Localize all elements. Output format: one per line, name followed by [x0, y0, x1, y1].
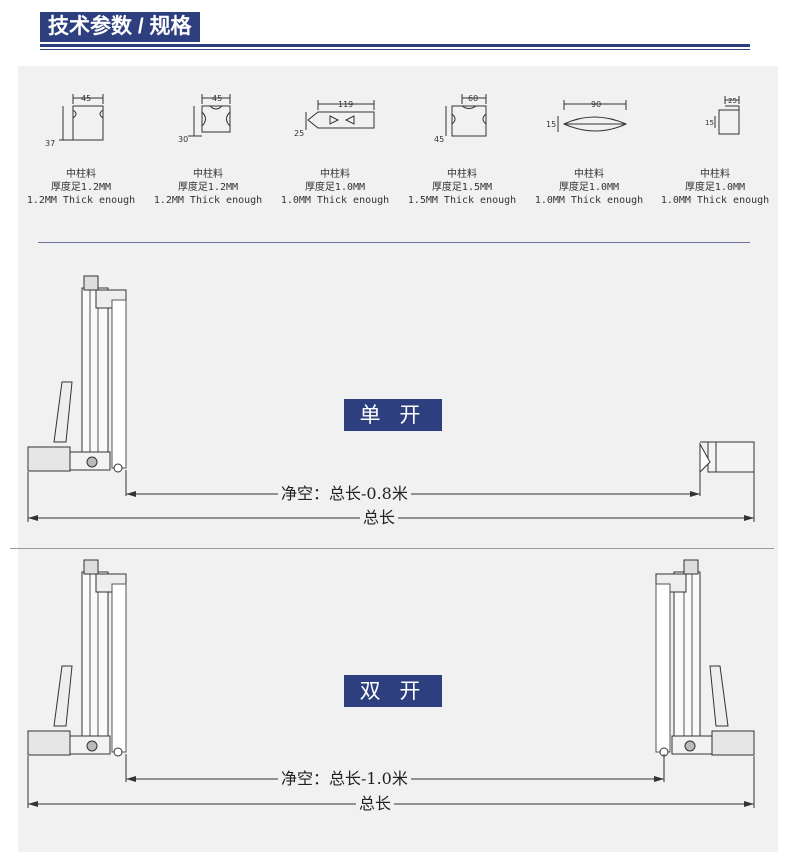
profile-drawing: 45 37: [45, 94, 104, 148]
svg-text:90: 90: [591, 100, 601, 109]
profile-item: 119 25 中柱料 厚度足1.0MM 1.0MM Thick enough: [272, 80, 398, 207]
double-total-label: 总长: [356, 795, 395, 813]
svg-text:45: 45: [81, 94, 91, 103]
profile-thickness-en: 1.0MM Thick enough: [660, 195, 770, 206]
section-title: 技术参数 / 规格: [40, 12, 200, 42]
profile-item: 45 30 中柱料 厚度足1.2MM 1.2MM Thick enough: [145, 80, 271, 207]
profile-name: 中柱料: [700, 169, 730, 180]
title-underline: [40, 44, 750, 47]
single-total-label: 总长: [360, 509, 399, 527]
profile-thickness-en: 1.0MM Thick enough: [534, 195, 644, 206]
double-swing-badge: 双 开: [344, 675, 442, 707]
profile-thickness-cn: 厚度足1.2MM: [50, 182, 112, 193]
profile-item: 90 15 中柱料 厚度足1.0MM 1.0MM Thick enough: [526, 80, 652, 207]
svg-text:30: 30: [178, 135, 188, 144]
profile-drawing: 119 25: [294, 100, 375, 138]
profile-thickness-en: 1.5MM Thick enough: [407, 195, 517, 206]
profile-item: 25 15 中柱料 厚度足1.0MM 1.0MM Thick enough: [652, 80, 778, 207]
double-clearance-label: 净空：总长-1.0米: [278, 770, 411, 788]
profile-thickness-en: 1.2MM Thick enough: [26, 195, 136, 206]
svg-text:15: 15: [546, 120, 556, 129]
section-divider: [10, 548, 774, 549]
svg-text:25: 25: [728, 97, 737, 105]
profile-thickness-cn: 厚度足1.0MM: [558, 182, 620, 193]
title-underline-thin: [40, 49, 750, 50]
profile-item: 60 45 中柱料 厚度足1.5MM 1.5MM Thick enough: [399, 80, 525, 207]
section-divider: [38, 242, 750, 243]
profile-thickness-cn: 厚度足1.2MM: [177, 182, 239, 193]
profile-name: 中柱料: [574, 169, 604, 180]
svg-text:119: 119: [338, 100, 353, 109]
svg-text:25: 25: [294, 129, 304, 138]
profile-name: 中柱料: [193, 169, 223, 180]
profile-name: 中柱料: [66, 169, 96, 180]
profile-list: 45 37 中柱料 厚度足1.2MM 1.2MM Thick enough 45…: [18, 80, 778, 230]
spec-panel: [18, 66, 778, 852]
single-swing-badge: 单 开: [344, 399, 442, 431]
profile-item: 45 37 中柱料 厚度足1.2MM 1.2MM Thick enough: [18, 80, 144, 207]
svg-text:45: 45: [434, 135, 444, 144]
profile-thickness-cn: 厚度足1.0MM: [304, 182, 366, 193]
profile-drawing: 45 30: [178, 94, 231, 144]
profile-thickness-en: 1.0MM Thick enough: [280, 195, 390, 206]
profile-drawing: 90 15: [546, 100, 628, 132]
svg-text:37: 37: [45, 139, 55, 148]
profile-drawing: 60 45: [434, 94, 487, 144]
svg-text:45: 45: [212, 94, 222, 103]
profile-thickness-en: 1.2MM Thick enough: [153, 195, 263, 206]
profile-name: 中柱料: [320, 169, 350, 180]
svg-text:60: 60: [468, 94, 478, 103]
profile-name: 中柱料: [447, 169, 477, 180]
single-clearance-label: 净空：总长-0.8米: [278, 485, 411, 503]
svg-text:15: 15: [705, 119, 714, 127]
profile-thickness-cn: 厚度足1.0MM: [684, 182, 746, 193]
profile-thickness-cn: 厚度足1.5MM: [431, 182, 493, 193]
profile-drawing: 25 15: [705, 96, 740, 135]
